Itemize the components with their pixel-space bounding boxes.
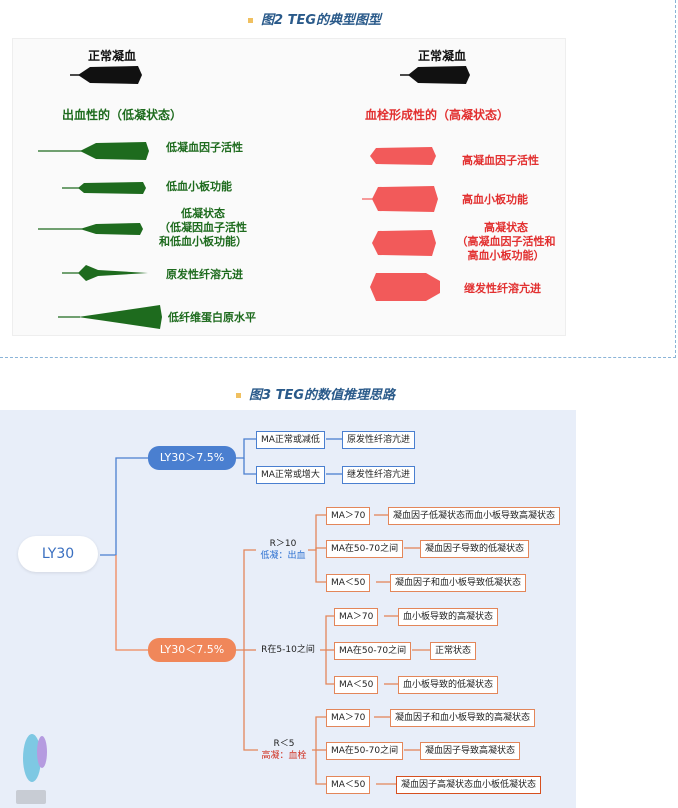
normal-trace-right [400,66,470,84]
ly30-high-node: LY30＞7.5% [148,446,236,470]
plant-decoration-icon [16,734,47,804]
figure-2-caption: 图2 TEG的典型图型 [248,9,381,28]
trace-low-combined [38,223,143,235]
r-low-subtext: 高凝：血栓 [261,751,307,761]
figure-3-caption: 图3 TEG的数值推理思路 [236,384,395,403]
ma-normal-high-box: MA正常或增大 [256,466,325,484]
r-high-subtext: 低凝：出血 [260,551,306,561]
g3-result-low-box: 凝血因子高凝状态血小板低凝状态 [396,776,542,794]
label-low-combined: 低凝状态 （低凝因血子活性 和低血小板功能） [150,207,256,249]
right-heading: 血栓形成性的（高凝状态） [365,108,510,122]
figure-2-frame [0,0,676,358]
figure-3-caption-text: 图3 TEG的数值推理思路 [249,388,395,403]
g1-result-low-box: 凝血因子和血小板导致低凝状态 [390,574,527,592]
label-low-platelet: 低血小板功能 [166,180,232,193]
r-low-node: R＜5 高凝：血栓 [256,738,312,762]
label-low-fibrinogen: 低纤维蛋白原水平 [168,311,256,324]
left-normal-title: 正常凝血 [88,49,137,63]
normal-trace-left [70,66,142,84]
label-low-combined-l3: 和低血小板功能） [159,235,247,248]
label-high-combined-l3: 高血小板功能） [467,249,545,262]
caption-bullet-icon [248,18,253,23]
g1-result-high-box: 凝血因子低凝状态而血小板导致高凝状态 [388,507,561,525]
label-secondary-fibrinolysis: 继发性纤溶亢进 [464,282,541,295]
ly30-low-node: LY30＜7.5% [148,638,236,662]
g1-result-mid-box: 凝血因子导致的低凝状态 [420,540,530,558]
trace-high-platelet [362,186,438,212]
label-high-factor: 高凝血因子活性 [462,154,539,167]
trace-high-factor [370,147,436,165]
g2-ma-low-box: MA＜50 [334,676,379,694]
r-low-text: R＜5 [273,739,295,749]
right-normal-title: 正常凝血 [418,49,467,63]
g2-result-high-box: 血小板导致的高凝状态 [398,608,499,626]
figure-2-caption-text: 图2 TEG的典型图型 [261,13,381,28]
r-mid-node: R在5-10之间 [261,645,315,655]
trace-primary-fibrinolysis [62,265,148,281]
g3-result-high-box: 凝血因子和血小板导致的高凝状态 [390,709,536,727]
g3-ma-high-box: MA＞70 [326,709,371,727]
g2-ma-high-box: MA＞70 [334,608,379,626]
label-high-combined-l1: 高凝状态 [484,221,528,234]
label-low-factor: 低凝血因子活性 [166,141,243,154]
label-low-combined-l1: 低凝状态 [181,207,225,220]
caption-bullet-icon [236,393,241,398]
trace-high-combined [372,230,436,256]
ma-normal-low-box: MA正常或减低 [256,431,325,449]
label-high-combined: 高凝状态 （高凝血因子活性和 高血小板功能） [448,221,564,263]
trace-low-factor [38,142,149,160]
trace-secondary-fibrinolysis [370,273,440,301]
teg-shapes [38,66,470,329]
root-node: LY30 [18,536,98,572]
trace-low-fibrinogen [58,305,162,329]
g3-ma-low-box: MA＜50 [326,776,371,794]
g3-result-mid-box: 凝血因子导致高凝状态 [420,742,521,760]
left-heading: 出血性的（低凝状态） [62,108,183,122]
primary-fibrinolysis-box: 原发性纤溶亢进 [342,431,416,449]
g2-ma-mid-box: MA在50-70之间 [334,642,412,660]
trace-low-platelet [62,182,146,194]
g3-ma-mid-box: MA在50-70之间 [326,742,404,760]
secondary-fibrinolysis-box: 继发性纤溶亢进 [342,466,416,484]
label-high-platelet: 高血小板功能 [462,193,528,206]
flowchart-connectors [16,438,430,804]
r-high-text: R＞10 [269,539,297,549]
r-high-node: R＞10 低凝：出血 [258,538,308,562]
g1-ma-low-box: MA＜50 [326,574,371,592]
g1-ma-mid-box: MA在50-70之间 [326,540,404,558]
label-high-combined-l2: （高凝血因子活性和 [456,235,556,248]
g2-result-mid-box: 正常状态 [430,642,477,660]
g1-ma-high-box: MA＞70 [326,507,371,525]
g2-result-low-box: 血小板导致的低凝状态 [398,676,499,694]
label-low-combined-l2: （低凝因血子活性 [159,221,247,234]
label-primary-fibrinolysis: 原发性纤溶亢进 [166,268,243,281]
